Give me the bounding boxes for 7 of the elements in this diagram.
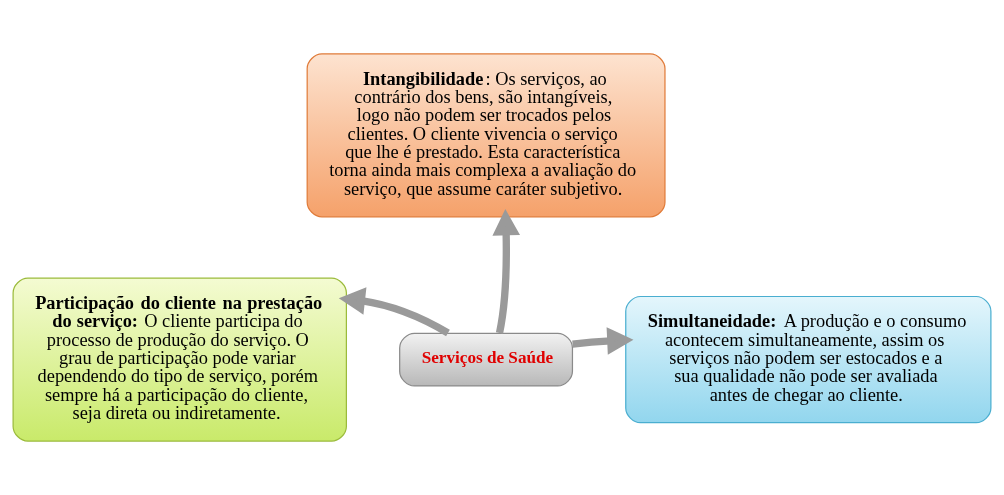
- node-box: Serviços de Saúde: [399, 332, 574, 387]
- arrow: [338, 287, 450, 337]
- node-box: Intangibilidade: Os serviços, ao contrário dos bens, são intangíveis, logo não podem ser trocados pelos clientes. O cliente vivencia o serviço que lhe é prestado. Esta característica torna ainda mais complexa a avaliação do serviço, que assume caráter subjetivo.: [306, 53, 666, 218]
- node-box: Simultaneidade: A produção e o consumo acontecem simultaneamente, assim os serviços não podem ser estocados e a sua qualidade não pode ser avaliada antes de chegar ao cliente.: [625, 295, 992, 424]
- arrow: [572, 327, 634, 355]
- arrow: [492, 209, 520, 334]
- node-box: Participação do cliente na prestação do serviço: O cliente participa do processo de produção do serviço. O grau de participação pode variar dependendo do tipo de serviço, porém sempre há a participação do cliente, seja direta ou indiretamente.: [12, 277, 347, 442]
